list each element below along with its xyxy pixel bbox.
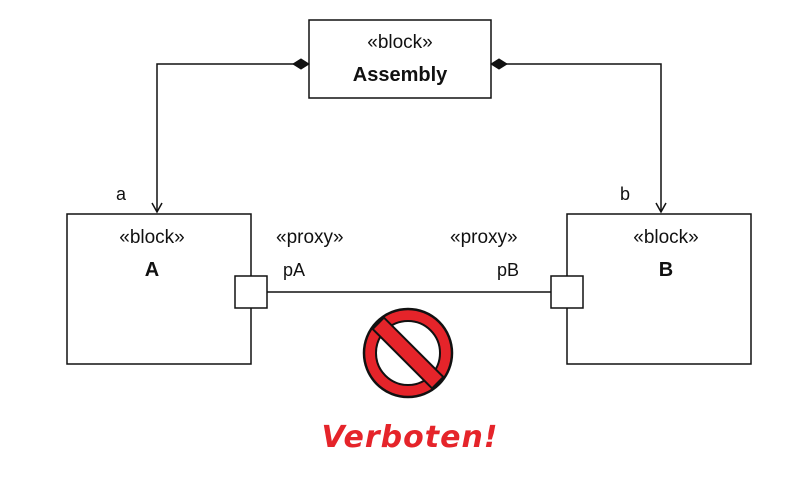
composition-a[interactable] (151, 58, 310, 214)
verboten-label: Verboten! (322, 420, 499, 455)
role-label-b: b (620, 184, 630, 204)
assembly-name: Assembly (353, 64, 448, 86)
block-a-stereotype: «block» (119, 227, 185, 248)
port-pa-name: pA (283, 260, 305, 280)
composite-diamond-icon (292, 58, 310, 70)
port-pb-name: pB (497, 260, 519, 280)
role-label-a: a (116, 184, 127, 204)
block-a-name: A (145, 259, 159, 281)
block-b-stereotype: «block» (633, 227, 699, 248)
block-a[interactable]: «block» A (66, 213, 252, 365)
assembly-block[interactable]: «block» Assembly (308, 19, 492, 99)
prohibited-icon (362, 307, 454, 399)
composite-diamond-icon (490, 58, 508, 70)
composition-b[interactable] (490, 58, 667, 214)
block-b-name: B (659, 259, 673, 281)
port-pa[interactable] (234, 275, 268, 309)
port-pb[interactable] (550, 275, 584, 309)
port-pb-stereotype: «proxy» (450, 227, 518, 248)
block-b[interactable]: «block» B (566, 213, 752, 365)
port-pa-stereotype: «proxy» (276, 227, 344, 248)
assembly-stereotype: «block» (367, 32, 433, 53)
